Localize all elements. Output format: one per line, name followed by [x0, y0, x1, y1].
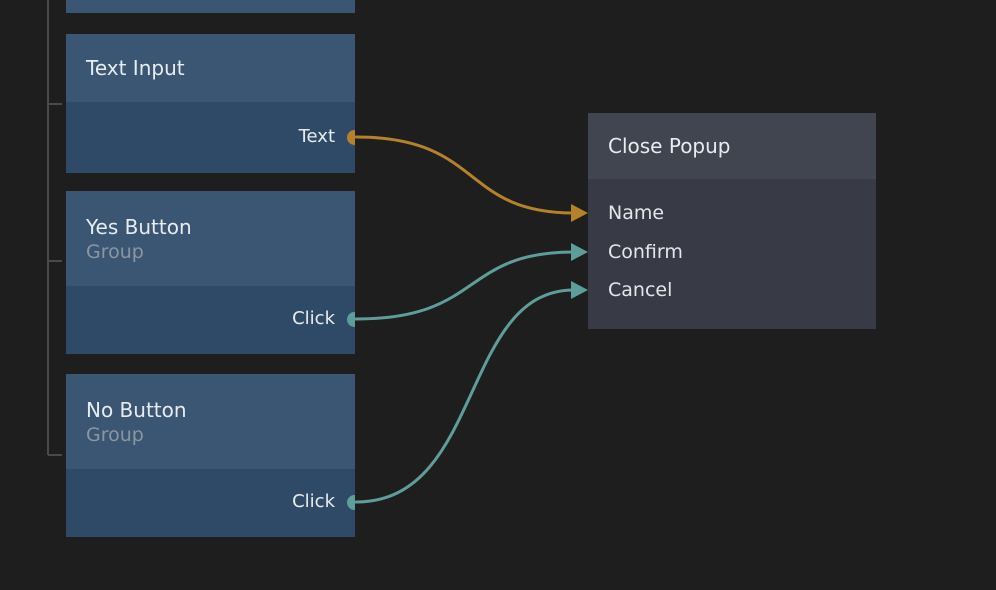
node-text-input-header[interactable]: Text Input — [66, 34, 355, 102]
node-yes-button-body — [66, 286, 355, 354]
node-close-popup-title: Close Popup — [608, 134, 731, 158]
node-no-button-output-port-click[interactable]: Click — [292, 492, 355, 512]
node-close-popup-input-port-name[interactable]: Name — [588, 202, 664, 224]
node-text-input-output-label-0: Text — [298, 126, 335, 147]
node-text-input-output-dot-0[interactable] — [347, 129, 355, 145]
node-yes-button-subtitle: Group — [86, 240, 144, 263]
node-yes-button-output-dot-0[interactable] — [347, 311, 355, 327]
edge-noclick-to-cancel-wire[interactable] — [354, 288, 576, 504]
node-no-button-body — [66, 469, 355, 537]
node-yes-button-title: Yes Button — [86, 214, 192, 239]
node-no-button-subtitle: Group — [86, 423, 144, 446]
edge-yesclick-to-confirm-arrowhead — [571, 243, 588, 261]
node-clipped-top-header[interactable] — [66, 0, 355, 13]
node-text-input-title: Text Input — [86, 56, 185, 80]
node-text-input-output-port-text[interactable]: Text — [299, 127, 355, 147]
node-text-input-body — [66, 102, 355, 173]
node-yes-button-output-label-0: Click — [292, 308, 335, 329]
node-no-button-output-label-0: Click — [292, 491, 335, 512]
edge-yesclick-to-confirm-wire[interactable] — [354, 250, 576, 321]
edge-text-to-name-wire[interactable] — [354, 135, 576, 215]
node-no-button-title: No Button — [86, 397, 187, 422]
node-close-popup-input-port-confirm[interactable]: Confirm — [588, 241, 683, 263]
edge-noclick-to-cancel-arrowhead — [571, 281, 588, 299]
node-close-popup-input-label-1: Confirm — [608, 241, 683, 263]
node-close-popup-body — [588, 179, 876, 329]
node-close-popup-input-label-0: Name — [608, 202, 665, 224]
node-yes-button-output-port-click[interactable]: Click — [292, 309, 355, 329]
node-no-button-output-dot-0[interactable] — [347, 494, 355, 510]
node-clipped-top[interactable] — [66, 0, 355, 13]
node-close-popup-input-label-2: Cancel — [608, 279, 673, 301]
node-close-popup-header[interactable]: Close Popup — [588, 113, 876, 179]
node-close-popup-input-port-cancel[interactable]: Cancel — [588, 279, 672, 301]
edge-text-to-name-arrowhead — [571, 204, 588, 222]
